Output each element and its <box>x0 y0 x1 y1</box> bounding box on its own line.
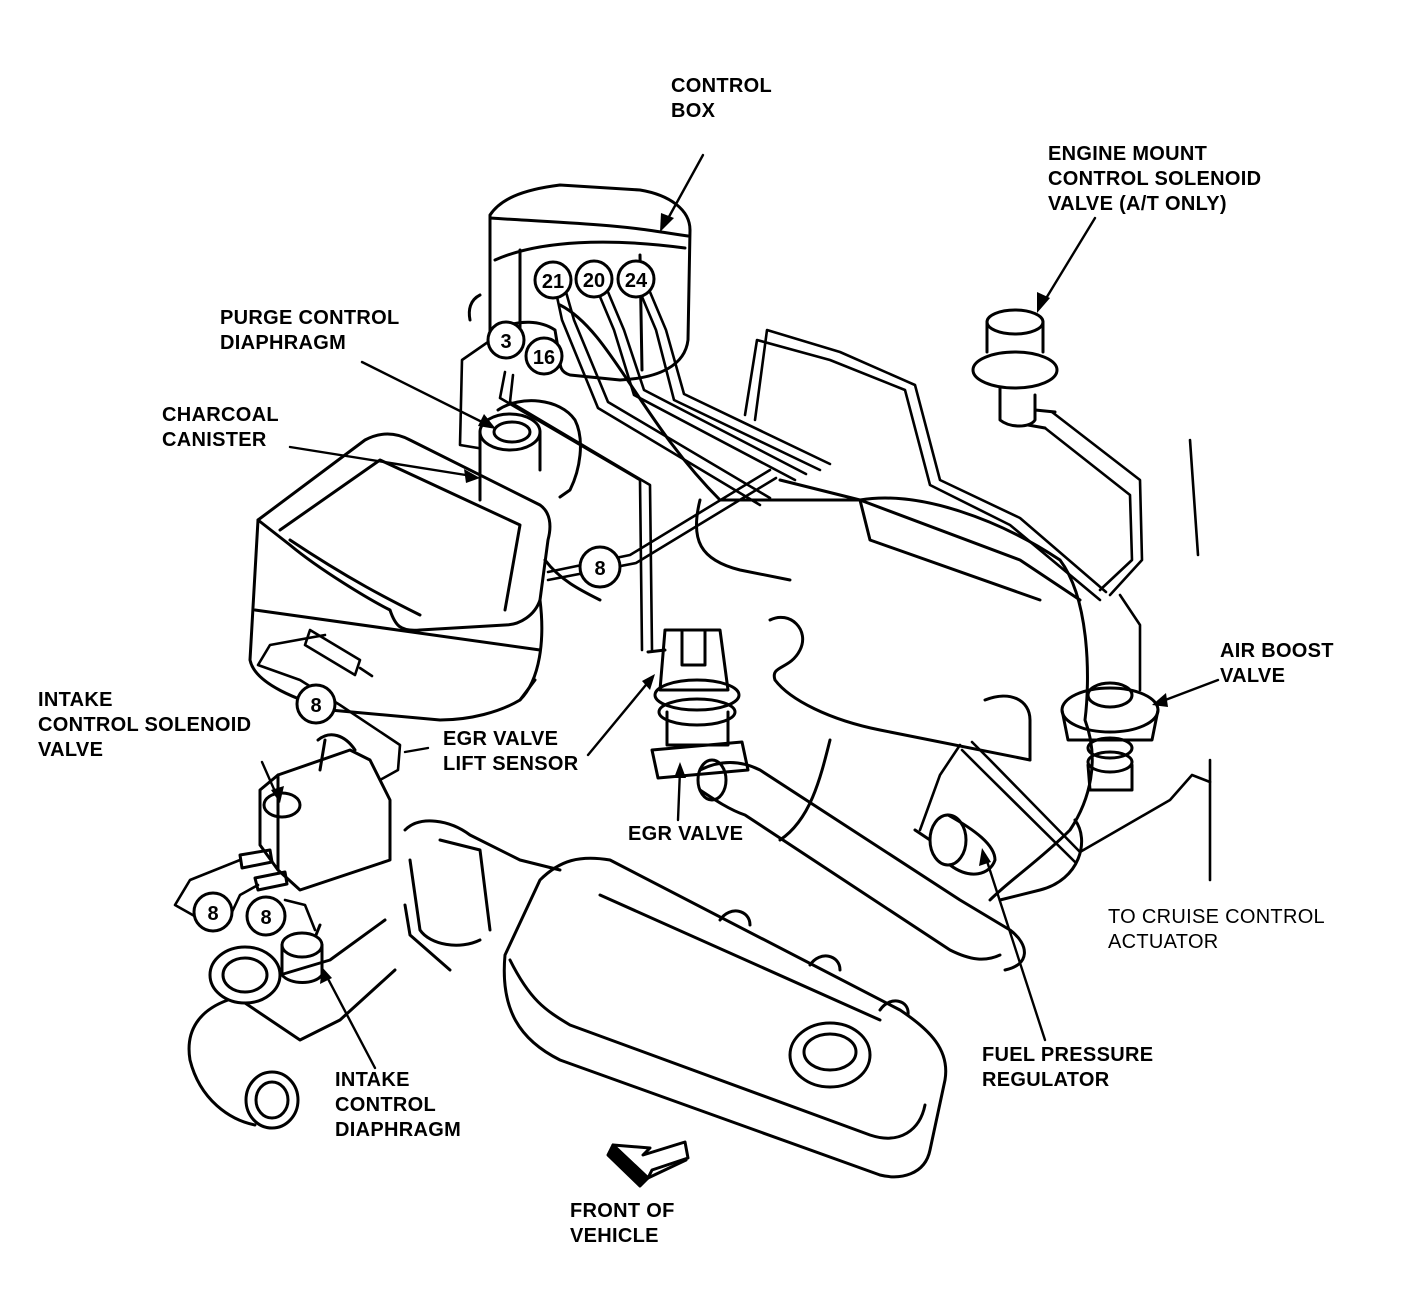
hose-number-text: 8 <box>260 907 271 929</box>
label-control-box: CONTROL BOX <box>671 75 772 122</box>
label-air-boost-valve: AIR BOOST VALVE <box>1220 640 1334 687</box>
label-to-cruise-control-actuator: TO CRUISE CONTROL ACTUATOR <box>1108 906 1325 953</box>
charcoal-canister <box>248 432 602 722</box>
label-fuel-pressure-regulator: FUEL PRESSURE REGULATOR <box>982 1044 1154 1091</box>
hose-number-text: 3 <box>500 331 511 353</box>
hose-number-text: 8 <box>594 558 605 580</box>
egr-valve <box>646 628 750 780</box>
hose-callout-8-solenoid-left: 8 <box>192 891 234 933</box>
throttle-body <box>403 819 562 972</box>
egr-pipe <box>696 758 1026 972</box>
label-front-of-vehicle: FRONT OF VEHICLE <box>570 1200 675 1247</box>
label-egr-valve-lift-sensor: EGR VALVE LIFT SENSOR <box>443 728 579 775</box>
hose-number-callouts: 21 20 24 3 16 8 <box>192 259 656 937</box>
front-of-vehicle-arrow <box>606 1140 690 1188</box>
intake-manifold <box>558 303 1094 902</box>
hose-number-text: 8 <box>207 903 218 925</box>
label-intake-control-solenoid-valve: INTAKE CONTROL SOLENOID VALVE <box>38 689 252 761</box>
purge-control-diaphragm <box>478 399 582 502</box>
hose-callout-21: 21 <box>533 260 573 300</box>
fuel-pressure-regulator <box>913 813 997 876</box>
label-engine-mount-control-solenoid-valve: ENGINE MOUNT CONTROL SOLENOID VALVE (A/T… <box>1048 143 1262 215</box>
hose-callout-8-solenoid-top: 8 <box>295 683 337 725</box>
hose-number-text: 8 <box>310 695 321 717</box>
hose-callout-8-canister: 8 <box>578 545 622 589</box>
label-purge-control-diaphragm: PURGE CONTROL DIAPHRAGM <box>220 307 400 354</box>
hose-number-text: 16 <box>533 347 555 369</box>
vacuum-hoses <box>173 290 1212 932</box>
label-intake-control-diaphragm: INTAKE CONTROL DIAPHRAGM <box>335 1069 462 1141</box>
engine-mount-solenoid <box>971 308 1059 430</box>
leader-lines <box>260 153 1220 1070</box>
label-egr-valve: EGR VALVE <box>628 823 744 845</box>
valve-cover <box>502 856 948 1179</box>
intake-control-solenoid <box>238 733 392 892</box>
hose-callout-20: 20 <box>574 259 614 299</box>
hose-callout-3: 3 <box>486 320 526 360</box>
hose-callout-8-solenoid-right: 8 <box>245 895 287 937</box>
leader-arrowheads <box>271 213 1168 984</box>
hose-number-text: 20 <box>583 270 605 292</box>
label-charcoal-canister: CHARCOAL CANISTER <box>162 404 279 451</box>
intake-duct <box>187 918 397 1130</box>
hose-number-text: 21 <box>542 271 564 293</box>
hose-callout-16: 16 <box>524 336 564 376</box>
control-box <box>467 183 692 382</box>
hose-callout-24: 24 <box>616 259 656 299</box>
air-boost-valve <box>1060 681 1160 792</box>
hose-number-text: 24 <box>625 270 648 292</box>
